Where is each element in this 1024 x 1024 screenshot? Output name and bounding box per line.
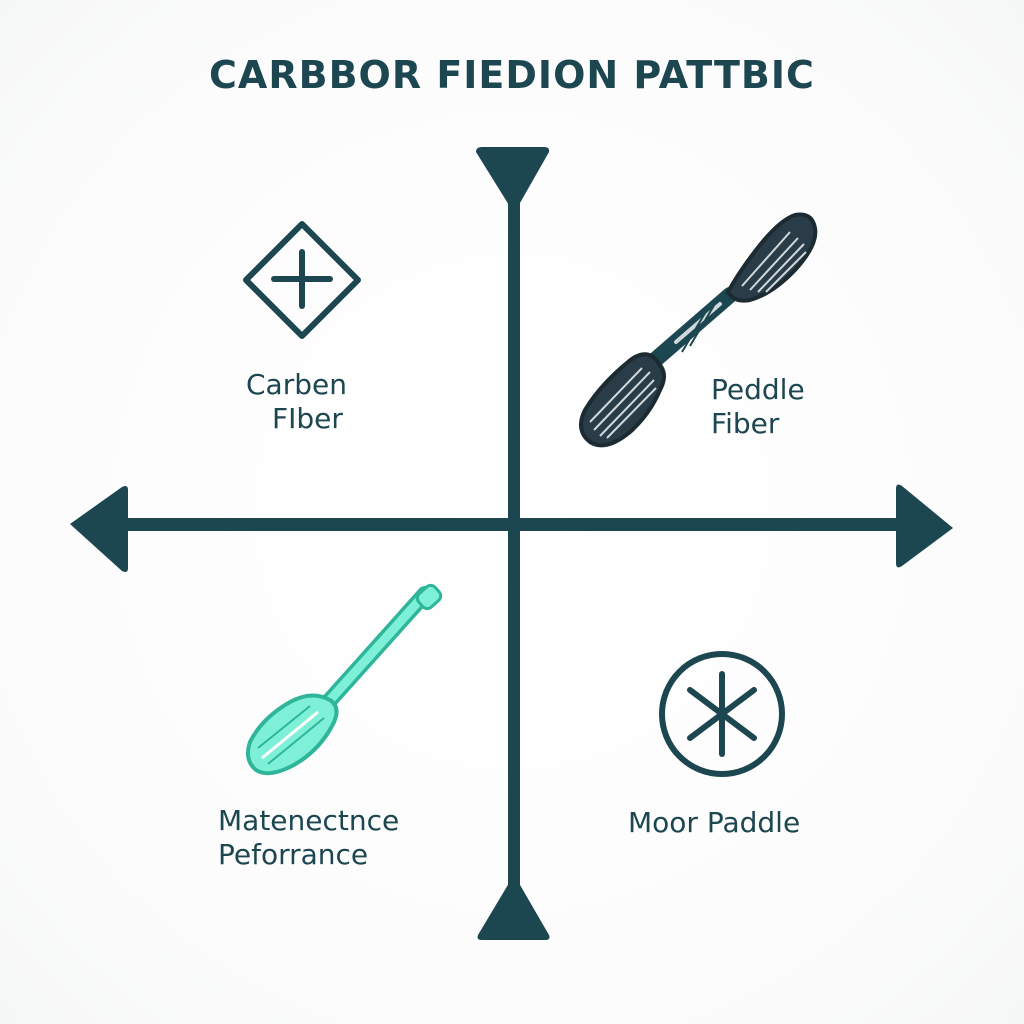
vertical-axis <box>476 147 550 940</box>
right-arrowhead-icon <box>896 484 953 568</box>
quadrant-label-line: Moor Paddle <box>628 806 801 839</box>
quadrant-label-top-right: Peddle Fiber <box>711 373 805 441</box>
diamond-plus-icon <box>243 221 361 339</box>
quadrant-label-line: Peddle <box>711 373 805 406</box>
quadrant-label-line: FIber <box>272 402 343 435</box>
bottom-arrowhead-icon <box>477 876 550 940</box>
double-paddle-icon <box>579 212 818 448</box>
quadrant-label-line: Peforrance <box>218 838 369 871</box>
quadrant-label-bottom-left: Matenectnce Peforrance <box>218 804 399 872</box>
quadrant-label-top-left: Carben FIber <box>246 368 347 436</box>
circle-asterisk-icon <box>659 651 785 777</box>
teal-paddle-icon <box>246 583 443 776</box>
horizontal-axis <box>70 484 953 572</box>
quadrant-label-line: Fiber <box>711 407 780 440</box>
diagram-title: CARBBOR FIEDION PATTBIC <box>209 53 815 97</box>
quadrant-label-bottom-right: Moor Paddle <box>628 806 800 840</box>
horizontal-axis-line <box>110 518 910 531</box>
top-arrowhead-icon <box>476 147 550 212</box>
left-arrowhead-icon <box>70 486 128 572</box>
vertical-axis-line <box>508 180 520 900</box>
quadrant-label-line: Carben <box>246 368 347 401</box>
quadrant-label-line: Matenectnce <box>218 804 400 837</box>
